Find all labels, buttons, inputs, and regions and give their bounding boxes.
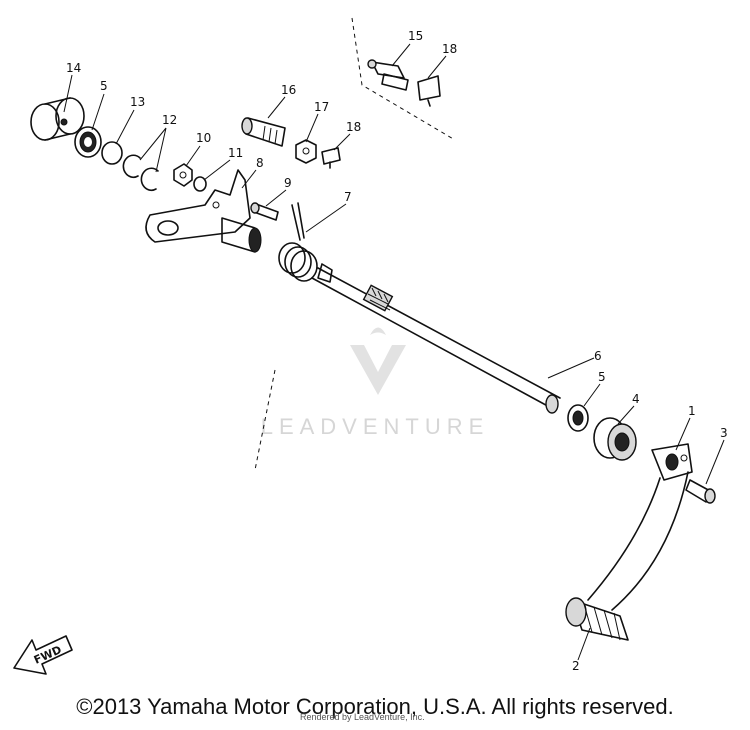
part-18-lock-washer [321,147,341,169]
callout-16: 16 [281,83,296,97]
callout-5-lower: 5 [598,370,606,384]
watermark-text: LEADVENTURE [261,414,490,439]
part-12-circlip-b [140,167,159,192]
part-6-shift-shaft [311,263,561,414]
callout-8: 8 [256,156,264,170]
part-5-bearing-lower [567,404,589,432]
part-7-return-spring [278,202,318,282]
part-15-stud-bolt [367,59,409,91]
part-2-pedal-rubber [565,597,629,641]
part-16-bolt [241,117,286,147]
callout-9: 9 [284,176,292,190]
callout-10: 10 [196,131,211,145]
callout-7: 7 [344,190,352,204]
guide-line-lower [254,369,276,471]
callout-2: 2 [572,659,580,673]
part-9-bolt [250,202,279,221]
copyright-notice: ©2013 Yamaha Motor Corporation, U.S.A. A… [76,694,674,719]
callout-18-upper: 18 [346,120,361,134]
guide-line-upper [351,17,456,141]
callout-3: 3 [720,426,728,440]
part-1-pedal [587,443,693,611]
callout-1: 1 [688,404,696,418]
fwd-arrow-icon: FWD [13,635,73,675]
callout-14: 14 [66,61,81,75]
part-12-circlip-a [122,154,141,179]
callout-18-inset: 18 [442,42,457,56]
callout-13: 13 [130,95,145,109]
leader-lines [63,43,725,661]
part-8-shift-arm [145,169,251,243]
watermark-logo [350,327,406,395]
part-10-nut [173,163,193,187]
callout-12: 12 [162,113,177,127]
part-4-seal [593,417,637,461]
part-18-lock-washer-inset [417,75,441,107]
part-11-washer [193,176,207,192]
callout-4: 4 [632,392,640,406]
parts-diagram: LEADVENTURE [13,17,728,675]
callout-labels: 14 5 13 12 10 11 16 17 18 15 18 8 9 7 6 … [66,29,728,673]
rendered-by-note: Rendered by LeadVenture, Inc. [300,712,425,722]
part-5-bearing-upper [74,126,102,158]
callout-17: 17 [314,100,329,114]
callout-11: 11 [228,146,243,160]
part-3-bolt [685,479,716,504]
callout-6: 6 [594,349,602,363]
callout-15: 15 [408,29,423,43]
arm-boss [221,217,262,253]
fwd-label: FWD [32,643,64,667]
part-14-cap [30,97,85,141]
callout-5-upper: 5 [100,79,108,93]
part-17-nut [295,139,317,164]
part-13-washer [101,141,123,165]
